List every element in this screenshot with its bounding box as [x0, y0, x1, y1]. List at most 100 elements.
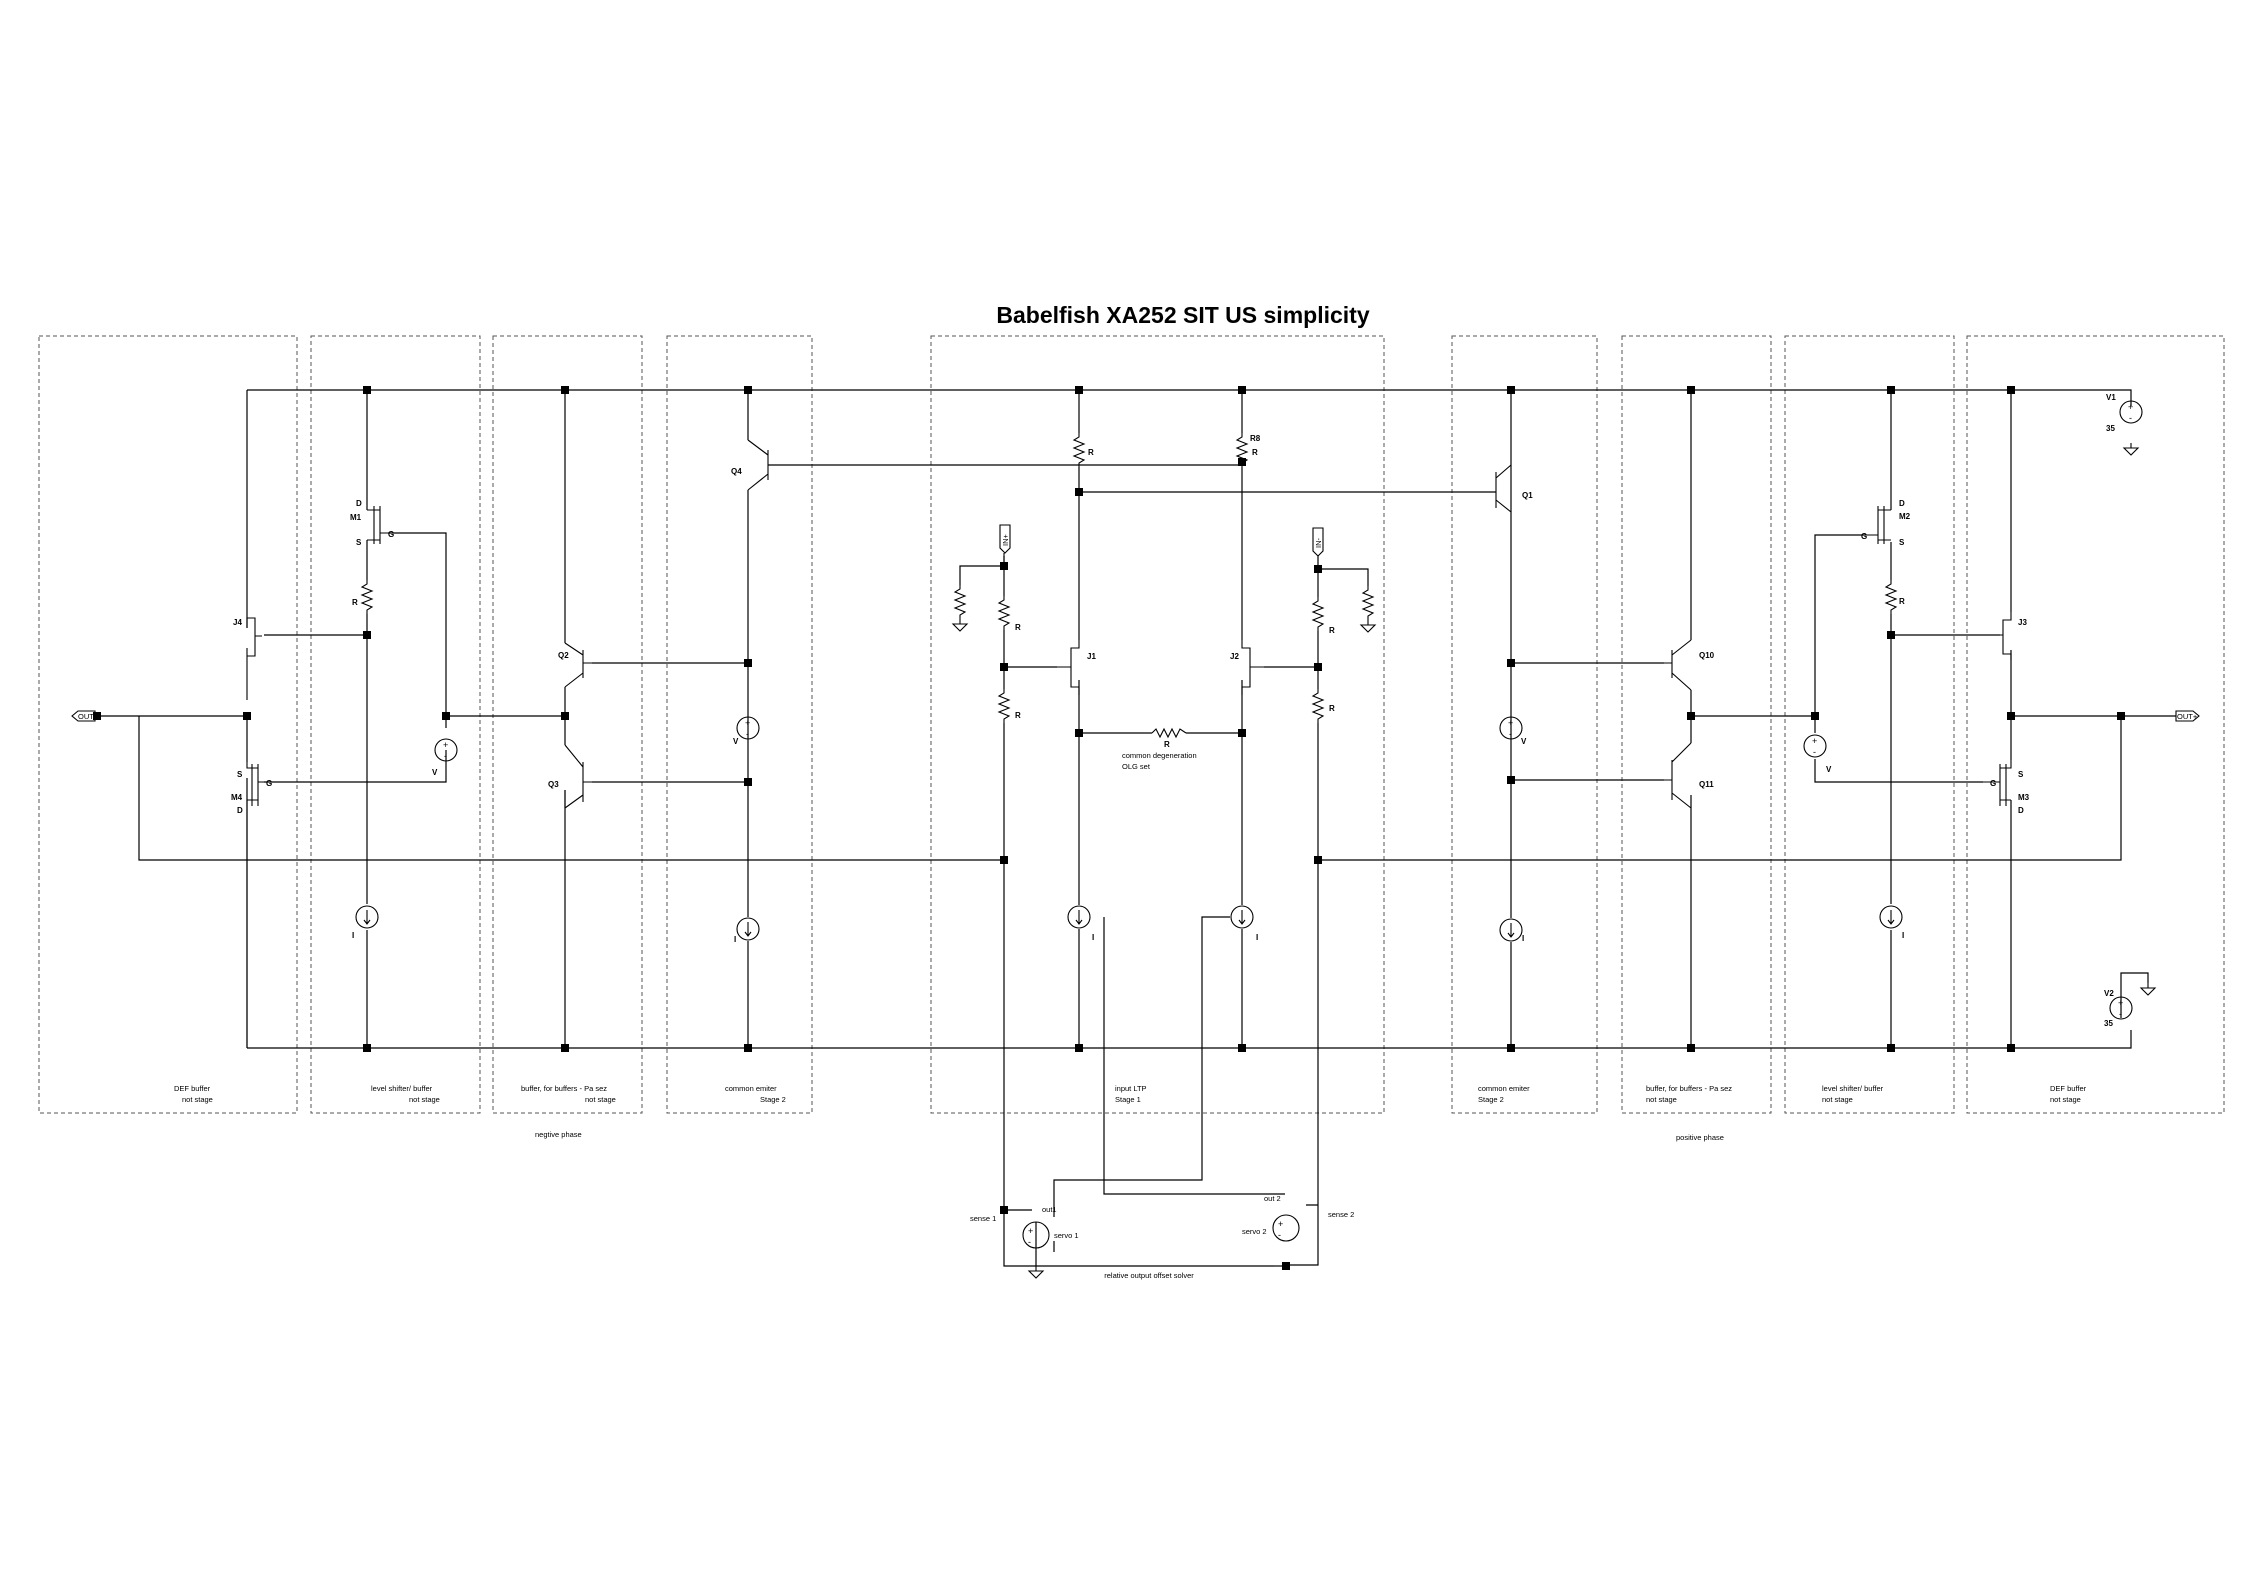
block-box-level-shifter-neg	[310, 335, 481, 1114]
caption-buffer-neg-2: not stage	[585, 1095, 616, 1104]
block-box-common-emitter-neg	[666, 335, 813, 1114]
block-box-def-buffer-neg	[38, 335, 298, 1114]
label-r-in-plus: R	[1015, 623, 1021, 632]
label-q10: Q10	[1699, 651, 1715, 660]
label-r8-r: R	[1252, 448, 1258, 457]
ground-in-minus	[1360, 619, 1376, 633]
caption-ce-pos-1: common emiter	[1478, 1084, 1530, 1093]
caption-def-buffer-neg-1: DEF buffer	[174, 1084, 211, 1093]
port-in-plus: IN+	[999, 524, 1011, 566]
port-out-plus: OUT+	[2175, 710, 2200, 722]
port-in-plus-label: IN+	[1001, 534, 1010, 547]
label-m1-s: S	[356, 538, 362, 547]
caption-level-neg-1: level shifter/ buffer	[371, 1084, 433, 1093]
caption-negative-phase: negtive phase	[535, 1130, 582, 1139]
resistor-j1-load	[1073, 432, 1085, 468]
label-m3-g: G	[1990, 779, 1996, 788]
transistor-q1	[1495, 464, 1512, 513]
label-r-in-minus-fb: R	[1329, 704, 1335, 713]
label-m3-s: S	[2018, 770, 2024, 779]
ground-servo	[1028, 1265, 1044, 1279]
caption-buffer-pos-2: not stage	[1646, 1095, 1677, 1104]
annotation-servo-2: servo 2	[1242, 1227, 1267, 1236]
label-q4: Q4	[731, 467, 742, 476]
port-out-plus-label: OUT+	[2177, 712, 2198, 721]
block-box-level-shifter-pos	[1784, 335, 1955, 1114]
label-r-in-plus-fb: R	[1015, 711, 1021, 720]
resistor-m1-source	[361, 579, 373, 615]
annotation-out2: out 2	[1264, 1194, 1281, 1203]
annotation-common-degeneration: common degeneration	[1122, 751, 1197, 760]
label-r-j1: R	[1088, 448, 1094, 457]
label-r-degeneration: R	[1164, 740, 1170, 749]
ground-v2	[2140, 982, 2156, 996]
transistor-j3	[1996, 612, 2012, 660]
block-boxes	[38, 335, 2225, 1114]
annotation-servo-section: relative output offset solver	[1104, 1271, 1194, 1280]
label-i-level-pos: I	[1902, 931, 1904, 940]
caption-def-buffer-pos-2: not stage	[2050, 1095, 2081, 1104]
current-source-level-neg	[355, 905, 379, 929]
label-m4-d: D	[237, 806, 243, 815]
opamp-servo-2	[1272, 1214, 1300, 1242]
transistors	[246, 439, 2012, 1048]
label-r-m1: R	[352, 598, 358, 607]
label-m4-g: G	[266, 779, 272, 788]
transistor-q10	[1664, 639, 1692, 691]
transistor-m4	[246, 762, 264, 806]
annotation-sense-1: sense 1	[970, 1214, 996, 1223]
block-box-buffer-pos	[1621, 335, 1772, 1114]
resistor-in-plus-series	[998, 595, 1010, 631]
caption-buffer-pos-1: buffer, for buffers - Pa sez	[1646, 1084, 1732, 1093]
resistor-in-minus-series	[1312, 596, 1324, 632]
label-j4: J4	[233, 618, 242, 627]
resistor-common-degeneration	[1151, 727, 1187, 739]
port-in-minus: IN-	[1312, 527, 1324, 557]
port-out-minus-label: OUT-	[78, 712, 96, 721]
caption-ltp-2: Stage 1	[1115, 1095, 1141, 1104]
label-q2: Q2	[558, 651, 569, 660]
junction-dots	[93, 386, 2125, 1270]
block-captions: DEF buffer not stage level shifter/ buff…	[174, 1084, 2087, 1142]
resistor-in-minus-feedback	[1312, 688, 1324, 724]
label-i-ltp-2: I	[1256, 933, 1258, 942]
caption-ce-neg-1: common emiter	[725, 1084, 777, 1093]
label-v2: V2	[2104, 989, 2114, 998]
label-m1-g: G	[388, 530, 394, 539]
annotation-servo-1: servo 1	[1054, 1231, 1079, 1240]
label-j2: J2	[1230, 652, 1239, 661]
label-m4-s: S	[237, 770, 243, 779]
resistor-in-plus-ground	[954, 584, 966, 620]
caption-level-neg-2: not stage	[409, 1095, 440, 1104]
transistor-m1	[367, 506, 388, 544]
caption-ce-pos-2: Stage 2	[1478, 1095, 1504, 1104]
label-m3: M3	[2018, 793, 2030, 802]
label-r-m2: R	[1899, 597, 1905, 606]
transistor-m3	[1983, 760, 2012, 806]
schematic-title: Babelfish XA252 SIT US simplicity	[996, 302, 1369, 328]
caption-def-buffer-pos-1: DEF buffer	[2050, 1084, 2087, 1093]
caption-ce-neg-2: Stage 2	[760, 1095, 786, 1104]
transistor-q11	[1664, 742, 1692, 809]
label-v2-value: 35	[2104, 1019, 2113, 1028]
label-i-level-neg: I	[352, 931, 354, 940]
label-v-neg: V	[432, 768, 438, 777]
label-i-ce-neg: I	[734, 935, 736, 944]
label-j1: J1	[1087, 652, 1096, 661]
label-m2-d: D	[1899, 499, 1905, 508]
block-box-input-ltp	[930, 335, 1385, 1114]
annotations: common degeneration OLG set sense 1 out1…	[970, 751, 1354, 1280]
caption-level-pos-1: level shifter/ buffer	[1822, 1084, 1884, 1093]
label-m2-g: G	[1861, 532, 1867, 541]
resistor-in-plus-feedback	[998, 688, 1010, 724]
ground-v1	[2123, 442, 2139, 456]
transistor-j1	[1057, 640, 1080, 695]
wires	[97, 389, 2176, 1267]
label-v-ce-neg: V	[733, 737, 739, 746]
caption-positive-phase: positive phase	[1676, 1133, 1724, 1142]
current-source-ltp-1	[1067, 905, 1091, 929]
label-v-pos: V	[1826, 765, 1832, 774]
current-source-ltp-2	[1230, 905, 1254, 929]
label-m4: M4	[231, 793, 243, 802]
